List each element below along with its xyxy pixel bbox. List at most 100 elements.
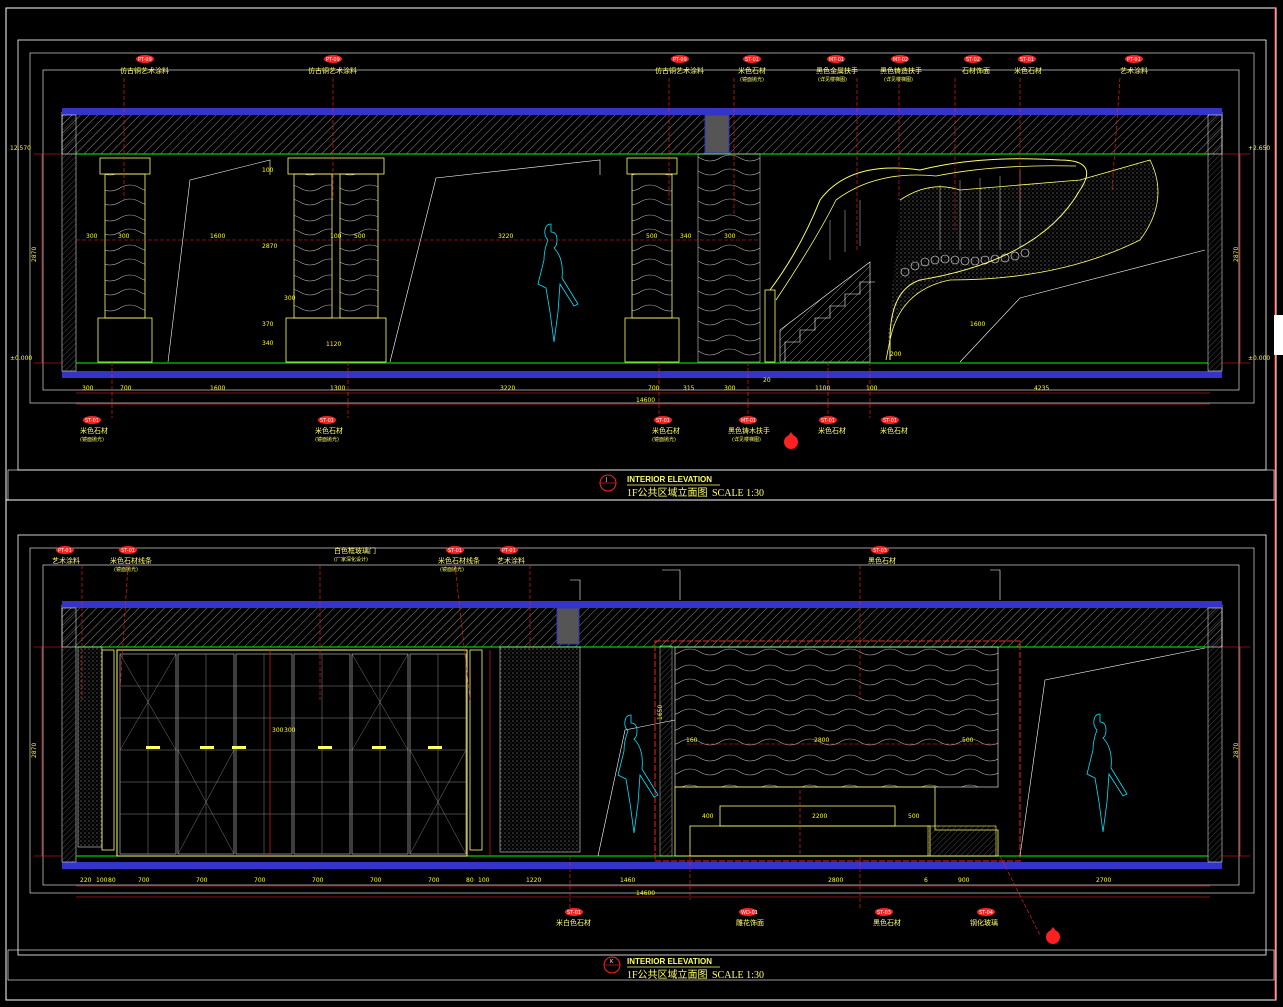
tag2-t1: PT-01 xyxy=(58,548,72,554)
dim2-6: 700 xyxy=(254,877,266,884)
inner-dim-9: 300 xyxy=(724,233,736,240)
elevation-k: 2870 2870 14600 220 100 80 700 700 700 7… xyxy=(7,534,1275,981)
sub2-t4: (镜面抛光) xyxy=(440,566,464,573)
fp-dim-6: 500 xyxy=(908,813,920,820)
dim-5: 3220 xyxy=(500,385,515,392)
frame-outer-2 xyxy=(17,534,1267,956)
fp-dim-7: 1650 xyxy=(657,705,664,720)
col-dim-7: 1600 xyxy=(970,321,985,328)
leaders-top-2 xyxy=(81,564,1041,936)
tag2-t6: ST-03 xyxy=(873,548,887,554)
level-bottom-right: ±0.000 xyxy=(1248,355,1270,362)
col-dim-8: 200 xyxy=(890,351,902,358)
sub-b3: (镜面抛光) xyxy=(652,436,676,443)
stone-strip-left xyxy=(77,646,103,848)
side-dims-1 xyxy=(34,153,1250,405)
sheet-border xyxy=(5,7,1277,1001)
total-dim-2: 14600 xyxy=(636,890,655,897)
title-block-2: K INTERIOR ELEVATION 1F公共区域立面图 SCALE 1:3… xyxy=(603,956,764,981)
glass-doors xyxy=(116,649,468,857)
frame-mid-2 xyxy=(29,547,1255,894)
text2-b3: 黑色石材 xyxy=(873,918,901,927)
tag-t8: ST-01 xyxy=(1020,57,1034,63)
door-dim-1: 300 xyxy=(272,727,284,734)
bottom-dims-1: 300 700 1600 1300 3220 700 315 300 20 11… xyxy=(82,377,1049,392)
dim-4: 1300 xyxy=(330,385,345,392)
text-t2: 仿古铜艺术涂料 xyxy=(308,66,357,75)
dim2-15: 6 xyxy=(924,877,928,884)
height-right: 2870 xyxy=(1233,247,1240,262)
sub-b4: (详见楼梯图) xyxy=(732,436,761,443)
ceiling-slab-2 xyxy=(61,604,1223,648)
column-dims-1: 100 2870 370 340 1120 300 1600 200 xyxy=(262,167,985,358)
fireplace-feature xyxy=(654,640,1021,862)
text-b3: 米色石材 xyxy=(652,426,680,435)
text2-b4: 钢化玻璃 xyxy=(970,918,998,927)
elevation-j: 12.570 +2.650 ±0.000 ±0.000 2870 2870 14… xyxy=(7,39,1275,501)
human-figure-2 xyxy=(617,714,659,834)
fp-dim-1: 160 xyxy=(686,737,698,744)
text2-t2: 米色石材线条 xyxy=(110,556,152,565)
door-dim-2: 300 xyxy=(284,727,296,734)
pilaster-left xyxy=(101,649,115,851)
inner-dim-5: 500 xyxy=(354,233,366,240)
text-b1: 米色石材 xyxy=(80,426,108,435)
col-dim-1: 100 xyxy=(262,167,274,174)
level-top-right: +2.650 xyxy=(1248,145,1270,152)
dim2-13: 1460 xyxy=(620,877,635,884)
text2-b2: 雕花饰面 xyxy=(736,918,764,927)
fp-dim-5: 2200 xyxy=(812,813,827,820)
inner-dim-1: 300 xyxy=(86,233,98,240)
tag2-t4: ST-01 xyxy=(448,548,462,554)
text-t3: 仿古铜艺术涂料 xyxy=(655,66,704,75)
dim2-1: 220 xyxy=(80,877,92,884)
title-cn-1: 1F公共区域立面图 xyxy=(627,486,708,499)
tag2-b1: ST-01 xyxy=(567,910,581,916)
title-block-1: J INTERIOR ELEVATION 1F公共区域立面图 SCALE 1:3… xyxy=(599,474,764,499)
wall-shape-2 xyxy=(389,159,601,363)
height-left-2: 2870 xyxy=(31,743,38,758)
wall-left xyxy=(61,114,77,372)
height-left: 2870 xyxy=(31,247,38,262)
text-t9: 艺术涂料 xyxy=(1120,66,1148,75)
tag-b2: ST-01 xyxy=(320,418,334,424)
text-b6: 米色石材 xyxy=(880,426,908,435)
bottom-dims-2: 220 100 80 700 700 700 700 700 700 80 10… xyxy=(80,877,1111,884)
text-t4: 米色石材 xyxy=(738,66,766,75)
label-t2: PT-09 仿古铜艺术涂料 xyxy=(308,55,357,75)
ceiling-slab xyxy=(61,111,1223,155)
dim-9: 20 xyxy=(763,377,771,384)
wall-right-2 xyxy=(1207,607,1223,863)
tag2-b4: ST-04 xyxy=(979,910,993,916)
ceiling-beam-2 xyxy=(62,601,1222,608)
dim-8: 300 xyxy=(724,385,736,392)
text2-t3: 白色框玻璃门 xyxy=(334,546,376,555)
column-2 xyxy=(285,157,387,363)
text-b4: 黑色铸木扶手 xyxy=(728,426,770,435)
leaders-top-1 xyxy=(111,77,1121,418)
tag-t2: PT-09 xyxy=(326,57,340,63)
dim2-11: 100 xyxy=(478,877,490,884)
sheet-right-tab xyxy=(1274,315,1283,355)
ceiling-duct-2 xyxy=(556,607,580,645)
inner-dim-2: 300 xyxy=(118,233,130,240)
inner-dim-8: 340 xyxy=(680,233,692,240)
dim2-12: 1220 xyxy=(526,877,541,884)
text-t6: 黑色铸造扶手 xyxy=(880,66,922,75)
